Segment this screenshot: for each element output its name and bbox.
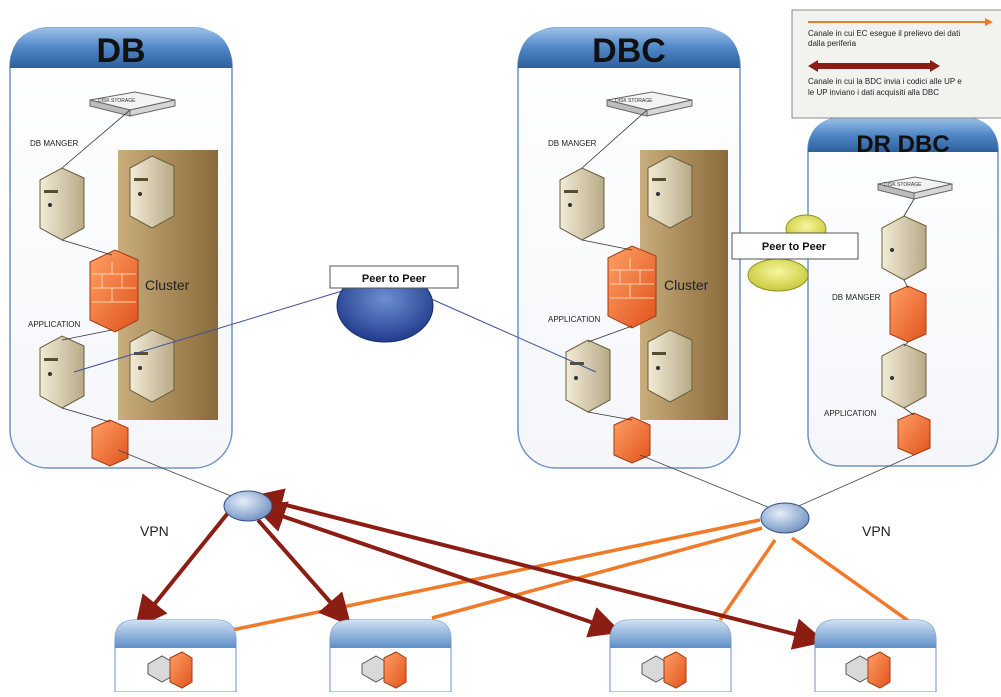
server-icon [129, 329, 175, 403]
application-label: APPLICATION [28, 320, 81, 329]
disk-storage-label: DISK STORAGE [615, 98, 653, 104]
server-icon [559, 167, 605, 241]
site-drdbc: DR DBC DISK STORAGE DB MANGER APPLICATIO… [807, 117, 999, 467]
firewall-icon [169, 651, 193, 689]
cluster-label: Cluster [145, 277, 190, 293]
firewall-icon [89, 249, 139, 333]
branch-office [609, 619, 732, 693]
disk-storage-label: DISK STORAGE [884, 182, 922, 188]
firewall-icon [867, 651, 891, 689]
peer-to-peer-label: Peer to Peer [362, 273, 427, 285]
firewall-icon [91, 419, 129, 467]
server-icon [565, 339, 611, 413]
site-drdbc-title: DR DBC [856, 131, 949, 158]
legend: Canale in cui EC esegue il prelievo dei … [791, 9, 1001, 119]
firewall-icon [383, 651, 407, 689]
server-icon [647, 155, 693, 229]
firewall-icon [613, 416, 651, 464]
db-manager-label: DB MANGER [30, 139, 79, 148]
server-icon [39, 167, 85, 241]
legend-orange-line2: dalla periferia [808, 39, 857, 48]
application-label: APPLICATION [548, 315, 601, 324]
firewall-icon [889, 285, 927, 343]
site-db: DB Cluster DISK STORAGE DB MANGER [9, 27, 233, 469]
firewall-icon [897, 412, 931, 456]
firewall-icon [663, 651, 687, 689]
site-dbc-title: DBC [592, 32, 666, 70]
vpn-label-right: VPN [862, 523, 891, 539]
legend-orange-line1: Canale in cui EC esegue il prelievo dei … [808, 29, 960, 38]
vpn-hub-right [760, 502, 810, 534]
legend-darkred-arrow [808, 60, 940, 72]
firewall-icon [607, 245, 657, 329]
peer-to-peer-cloud: Peer to Peer [329, 265, 459, 343]
cluster-label: Cluster [664, 277, 709, 293]
db-manager-label: DB MANGER [548, 139, 597, 148]
site-db-title: DB [96, 32, 145, 70]
vpn-label-left: VPN [140, 523, 169, 539]
branch-office [114, 619, 237, 693]
site-dbc: DBC Cluster DISK STORAGE DB MANGER [517, 27, 741, 469]
branch-office [814, 619, 937, 693]
server-icon [881, 343, 927, 409]
server-icon [881, 215, 927, 281]
server-icon [39, 335, 85, 409]
legend-darkred-line1: Canale in cui la BDC invia i codici alle… [808, 77, 962, 86]
peer-to-peer-dr-label: Peer to Peer [762, 241, 827, 253]
darkred-channels [134, 488, 826, 650]
peer-to-peer-dr-cloud: Peer to Peer [731, 214, 859, 292]
legend-darkred-line2: le UP inviano i dati acquisiti alla DBC [808, 88, 939, 97]
server-icon [129, 155, 175, 229]
db-manager-label: DB MANGER [832, 293, 881, 302]
application-label: APPLICATION [824, 409, 877, 418]
disk-storage-icon [877, 176, 953, 200]
disk-storage-icon [89, 91, 176, 117]
branch-office [329, 619, 452, 693]
disk-storage-icon [606, 91, 693, 117]
vpn-hub-left [223, 490, 273, 522]
server-icon [647, 329, 693, 403]
disk-storage-label: DISK STORAGE [98, 98, 136, 104]
